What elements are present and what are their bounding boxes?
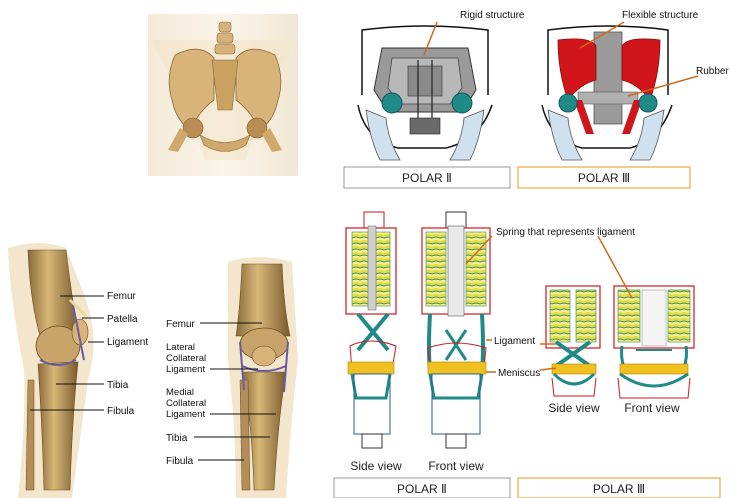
side-view-iii-label: Side view	[548, 401, 600, 415]
pelvis-illustration	[148, 14, 298, 176]
medial-label-3: Ligament	[166, 409, 205, 420]
robot-ligament-label: Ligament	[494, 336, 535, 347]
lateral-label-2: Collateral	[166, 353, 206, 364]
polar-iii-knee-side-view	[546, 286, 600, 396]
polar-ii-knee-side-view	[346, 212, 396, 448]
front-view-ii-label: Front view	[428, 459, 484, 473]
polar-ii-bottom-caption: POLAR Ⅱ	[397, 482, 447, 496]
spring-label: Spring that represents ligament	[496, 227, 635, 238]
fibula-label: Fibula	[107, 406, 135, 417]
flexible-structure-label: Flexible structure	[622, 10, 699, 21]
polar-iii-top-caption: POLAR Ⅲ	[578, 171, 630, 185]
polar-iii-pelvis-model	[542, 22, 698, 160]
tibia-label: Tibia	[107, 380, 129, 391]
polar-iii-bottom-caption: POLAR Ⅲ	[593, 482, 645, 496]
front-femur-label: Femur	[166, 319, 196, 330]
rubber-label: Rubber	[696, 66, 729, 77]
rigid-structure-label: Rigid structure	[460, 10, 525, 21]
polar-iii-knee-front-view	[614, 286, 694, 398]
polar-ii-pelvis-model	[358, 22, 492, 160]
meniscus-label: Meniscus	[498, 368, 540, 379]
femur-label: Femur	[107, 291, 137, 302]
lateral-label-3: Ligament	[166, 364, 205, 375]
medial-label-2: Collateral	[166, 398, 206, 409]
knee-side-illustration	[8, 243, 94, 498]
medial-label-1: Medial	[166, 387, 194, 398]
spring-leader-2	[598, 236, 632, 298]
polar-ii-top-caption: POLAR Ⅱ	[402, 171, 452, 185]
front-tibia-label: Tibia	[166, 433, 188, 444]
polar-ii-knee-front-view	[422, 212, 490, 448]
ligament-label: Ligament	[107, 337, 148, 348]
lateral-label-1: Lateral	[166, 342, 195, 353]
front-fibula-label: Fibula	[166, 456, 194, 467]
front-view-iii-label: Front view	[624, 401, 680, 415]
patella-label: Patella	[107, 314, 138, 325]
side-view-ii-label: Side view	[350, 459, 402, 473]
knee-front-illustration	[228, 257, 298, 498]
